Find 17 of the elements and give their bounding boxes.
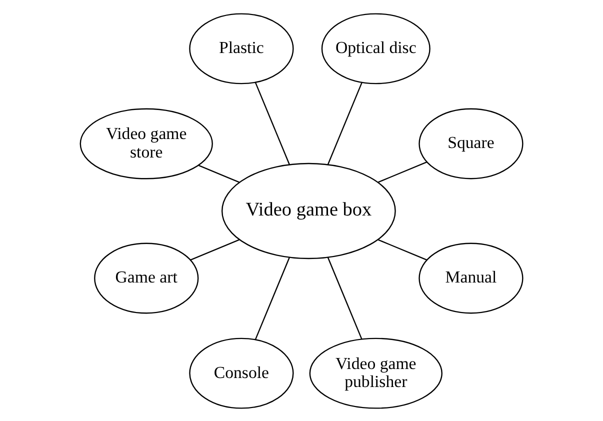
connector [378,238,428,260]
node-ellipse: Video game box [221,162,396,259]
node-ellipse: Manual [418,242,524,314]
node-ellipse: Video game store [80,108,213,179]
connector [198,164,240,182]
connector [378,161,428,182]
connector [190,238,240,260]
node-ellipse: Optical disc [321,12,430,84]
node-ellipse: Console [189,337,294,408]
connector [254,256,290,340]
node-ellipse: Square [418,108,524,179]
node-ellipse: Plastic [189,12,294,84]
connector [327,82,362,164]
node-ellipse: Game art [94,242,199,314]
connector [254,82,290,164]
connector [327,256,362,339]
node-ellipse: Video game publisher [309,337,442,408]
